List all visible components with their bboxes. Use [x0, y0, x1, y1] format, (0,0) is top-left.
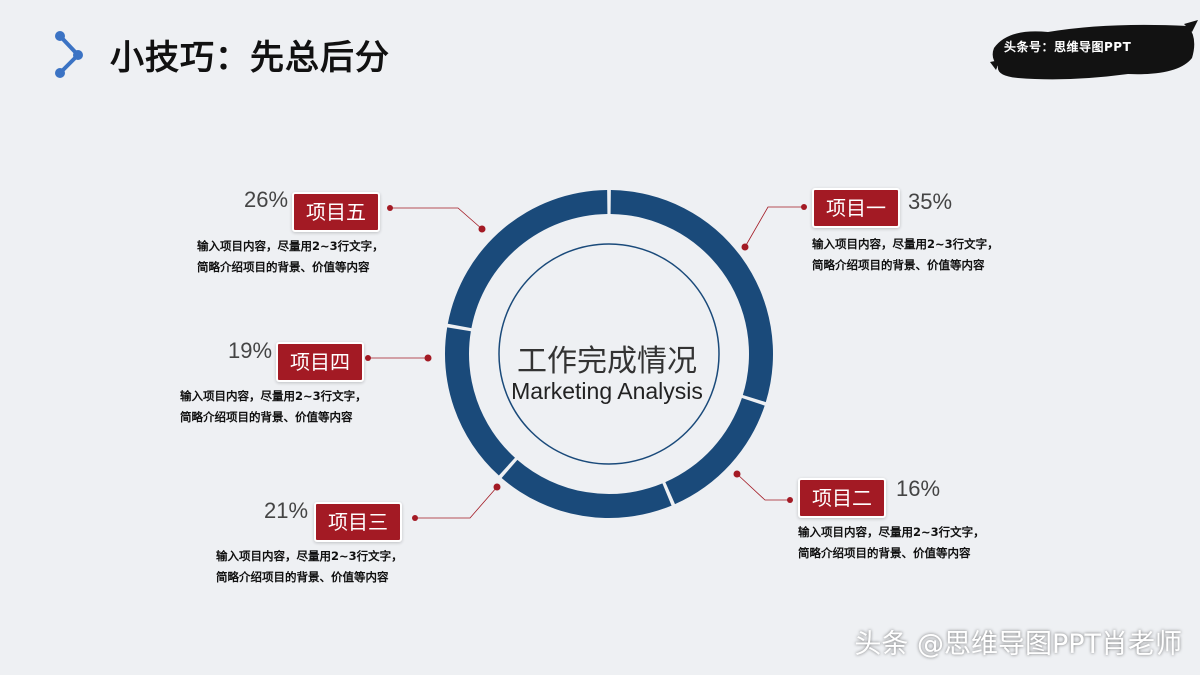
item-4-percent: 19%	[228, 338, 273, 363]
watermark-text: 头条号：思维导图PPT	[1004, 40, 1132, 54]
item-5-tag: 项目五	[292, 192, 380, 232]
page-title: 小技巧：先总后分	[110, 38, 390, 78]
item-4-desc-line1: 输入项目内容，尽量用2~3行文字，	[180, 389, 367, 403]
item-1-desc-line1: 输入项目内容，尽量用2~3行文字，	[812, 237, 999, 251]
connector-line-3	[415, 486, 498, 519]
connector-line-2	[736, 473, 790, 501]
inner-circle	[498, 243, 720, 465]
connector-line-5	[390, 207, 483, 230]
item-4-desc-line2: 简略介绍项目的背景、价值等内容	[180, 410, 353, 424]
connector-line-1	[744, 206, 804, 248]
connector-dot-3	[412, 515, 418, 521]
item-5-description: 输入项目内容，尽量用2~3行文字， 简略介绍项目的背景、价值等内容	[197, 236, 384, 278]
item-3-desc-line2: 简略介绍项目的背景、价值等内容	[216, 570, 389, 584]
donut-segment-3	[501, 459, 672, 518]
chart-center-subtitle: Marketing Analysis	[511, 378, 703, 404]
connector-dot-1	[741, 243, 749, 251]
item-4-description: 输入项目内容，尽量用2~3行文字， 简略介绍项目的背景、价值等内容	[180, 386, 367, 428]
connector-dot-5	[387, 205, 393, 211]
chart-center-title: 工作完成情况	[517, 344, 697, 379]
item-5-desc-line1: 输入项目内容，尽量用2~3行文字，	[197, 239, 384, 253]
item-2-description: 输入项目内容，尽量用2~3行文字， 简略介绍项目的背景、价值等内容	[798, 522, 985, 564]
connect-nodes-icon	[55, 31, 83, 78]
connector-dot-5	[478, 225, 486, 233]
item-4-tag: 项目四	[276, 342, 364, 382]
item-1-percent: 35%	[908, 189, 953, 214]
ink-brush-badge	[990, 20, 1198, 80]
item-3-desc-line1: 输入项目内容，尽量用2~3行文字，	[216, 549, 403, 563]
item-2-percent: 16%	[896, 476, 941, 501]
item-1-description: 输入项目内容，尽量用2~3行文字， 简略介绍项目的背景、价值等内容	[812, 234, 999, 276]
donut-segment-5	[447, 190, 608, 329]
connector-dot-2	[733, 470, 741, 478]
item-1-desc-line2: 简略介绍项目的背景、价值等内容	[812, 258, 985, 272]
donut-segment-2	[665, 398, 765, 505]
connector-dot-3	[493, 483, 501, 491]
item-2-desc-line2: 简略介绍项目的背景、价值等内容	[798, 546, 971, 560]
item-2-desc-line1: 输入项目内容，尽量用2~3行文字，	[798, 525, 985, 539]
item-5-percent: 26%	[244, 187, 289, 212]
connector-dot-1	[801, 204, 807, 210]
connector-dot-4	[365, 355, 371, 361]
item-3-percent: 21%	[264, 498, 309, 523]
item-2-tag: 项目二	[798, 478, 886, 518]
item-3-tag: 项目三	[314, 502, 402, 542]
item-3-description: 输入项目内容，尽量用2~3行文字， 简略介绍项目的背景、价值等内容	[216, 546, 403, 588]
footer-watermark: 头条 @思维导图PPT肖老师	[854, 629, 1182, 660]
connector-dot-2	[787, 497, 793, 503]
donut-segment-1	[610, 190, 773, 403]
connector-dot-4	[424, 354, 432, 362]
item-1-tag: 项目一	[812, 188, 900, 228]
donut-segment-4	[445, 327, 515, 476]
item-5-desc-line2: 简略介绍项目的背景、价值等内容	[197, 260, 370, 274]
